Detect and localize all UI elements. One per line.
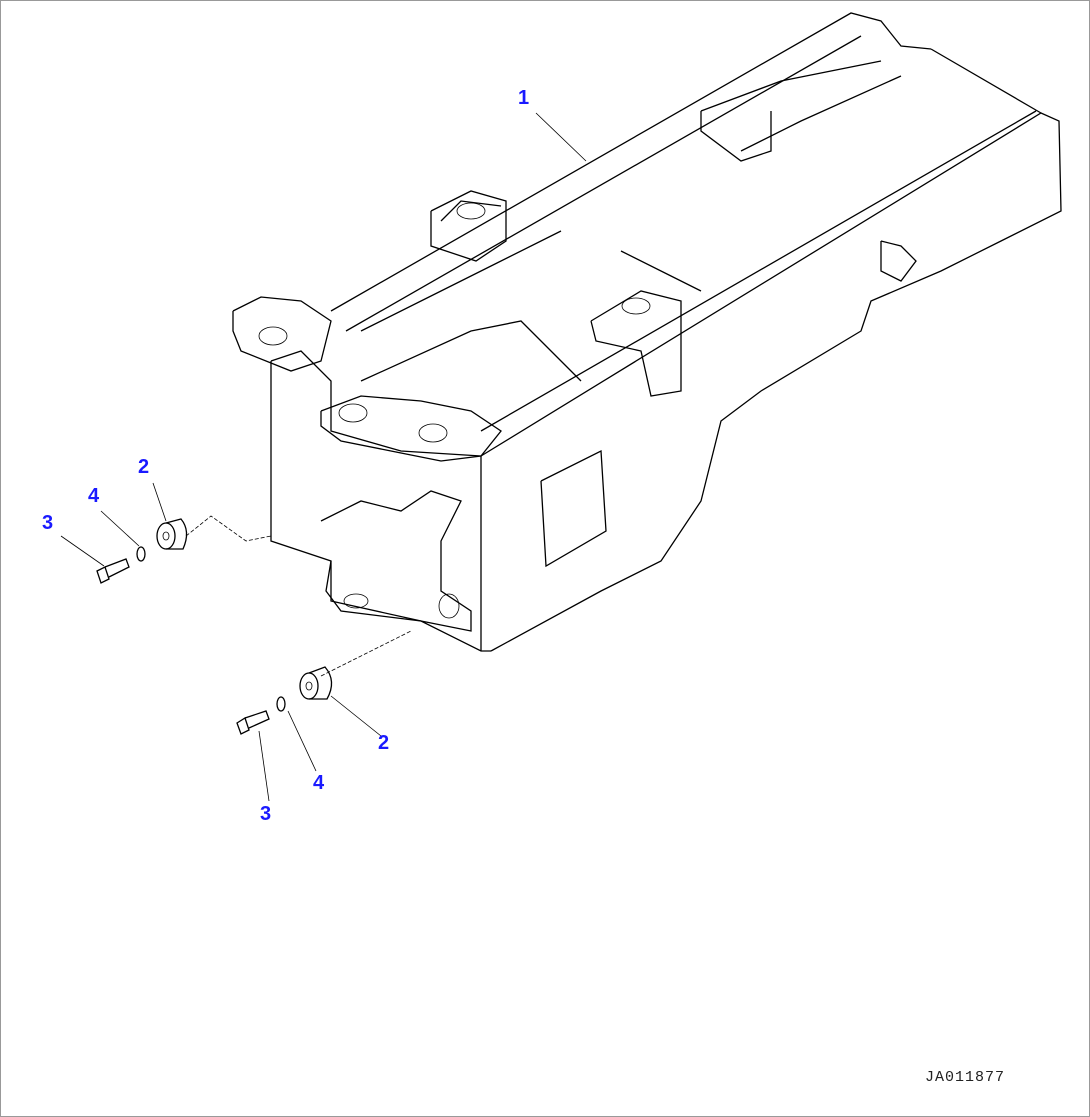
callout-3-bolt: 3 xyxy=(260,803,272,825)
rubber-mount-icon xyxy=(156,518,188,550)
callout-2-mount: 2 xyxy=(138,456,150,478)
callout-4-washer: 4 xyxy=(313,772,325,794)
callout-1-frame: 1 xyxy=(518,87,530,109)
drawing-code: JA011877 xyxy=(925,1069,1006,1086)
callout-3-bolt: 3 xyxy=(42,512,54,534)
washer-icon xyxy=(136,546,146,562)
callout-2-mount: 2 xyxy=(378,732,390,754)
main-frame xyxy=(232,12,1062,652)
washer-icon xyxy=(276,696,286,712)
callout-4-washer: 4 xyxy=(88,485,100,507)
rubber-mount-icon xyxy=(299,666,333,700)
lower-mount-parts xyxy=(236,666,333,735)
bolt-icon xyxy=(96,558,130,584)
leader-lines xyxy=(60,112,587,802)
upper-mount-parts xyxy=(96,518,188,584)
bolt-icon xyxy=(236,710,270,735)
